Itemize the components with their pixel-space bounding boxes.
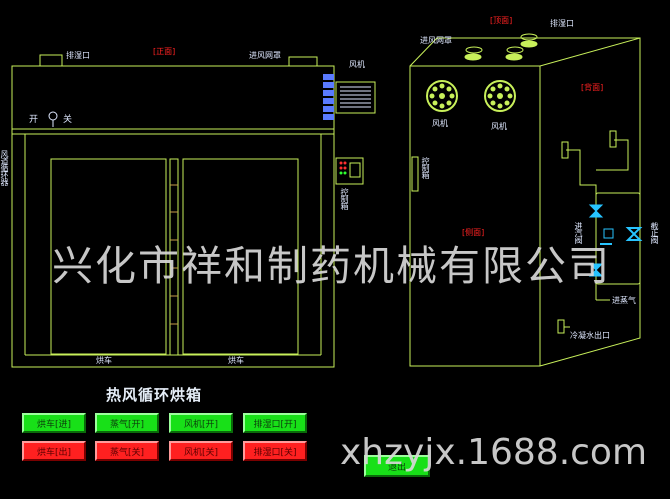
drain-label: 冷凝水出口 <box>570 331 610 340</box>
stop-valve-label: 截止阀 <box>650 222 659 243</box>
exhaust-cylinder-3 <box>520 40 538 48</box>
front-on-label[interactable]: 开 <box>29 115 39 125</box>
front-intake-box <box>288 56 318 67</box>
front-fan-housing <box>335 81 376 114</box>
front-cart1-label: 烘车 <box>96 356 112 365</box>
side-intake-label: 进风网罩 <box>420 36 452 45</box>
front-right-door <box>182 158 299 355</box>
fan-off-button[interactable]: 风机[关] <box>169 441 233 461</box>
side-control-label: 控制箱 <box>421 157 430 178</box>
front-left-door <box>50 158 167 355</box>
exit-button[interactable]: 退出 <box>364 455 430 477</box>
exhaust-cylinder-1 <box>464 53 482 61</box>
steam-in-valve-label: 进汽阀 <box>574 222 583 243</box>
front-fan-label: 风机 <box>349 60 365 69</box>
side-fan1-label: 风机 <box>432 119 448 128</box>
front-exhaust-label: 排湿口 <box>66 51 90 60</box>
steam-on-button[interactable]: 蒸气[开] <box>95 413 159 433</box>
side-back-label: [背面] <box>581 83 604 92</box>
exhaust-close-button[interactable]: 排湿口[关] <box>243 441 307 461</box>
front-face-label: [正面] <box>153 47 176 56</box>
cart-in-button[interactable]: 烘车[进] <box>22 413 86 433</box>
front-exhaust-port <box>39 54 63 67</box>
side-fan2-label: 风机 <box>491 122 507 131</box>
side-exhaust-label: 排湿口 <box>550 19 574 28</box>
fan-on-button[interactable]: 风机[开] <box>169 413 233 433</box>
fan-2 <box>484 80 516 112</box>
exhaust-open-button[interactable]: 排湿口[开] <box>243 413 307 433</box>
site-watermark: xhzyjx.1688.com <box>340 432 648 473</box>
front-control-label: 控制箱 <box>340 188 349 209</box>
panel-title: 热风循环烘箱 <box>106 386 203 404</box>
steam-label: 进蒸气 <box>612 296 636 305</box>
front-body <box>11 65 335 368</box>
side-face-label: [侧面] <box>462 228 485 237</box>
front-control-box <box>335 157 364 185</box>
side-control-box <box>411 156 419 192</box>
fan-1 <box>426 80 458 112</box>
cart-out-button[interactable]: 烘车[出] <box>22 441 86 461</box>
company-watermark: 兴化市祥和制药机械有限公司 <box>52 242 611 290</box>
side-top-label: [顶面] <box>490 16 513 25</box>
stop-valve-icon <box>625 227 643 241</box>
front-cart2-label: 烘车 <box>228 356 244 365</box>
front-off-label[interactable]: 关 <box>63 115 73 125</box>
side-body-outline <box>409 37 641 367</box>
steam-valve-icon <box>588 204 604 212</box>
front-duct-label: 风道循环器 <box>0 150 9 185</box>
steam-off-button[interactable]: 蒸气[关] <box>95 441 159 461</box>
front-intake-label: 进风网罩 <box>249 51 281 60</box>
exhaust-cylinder-2 <box>505 53 523 61</box>
